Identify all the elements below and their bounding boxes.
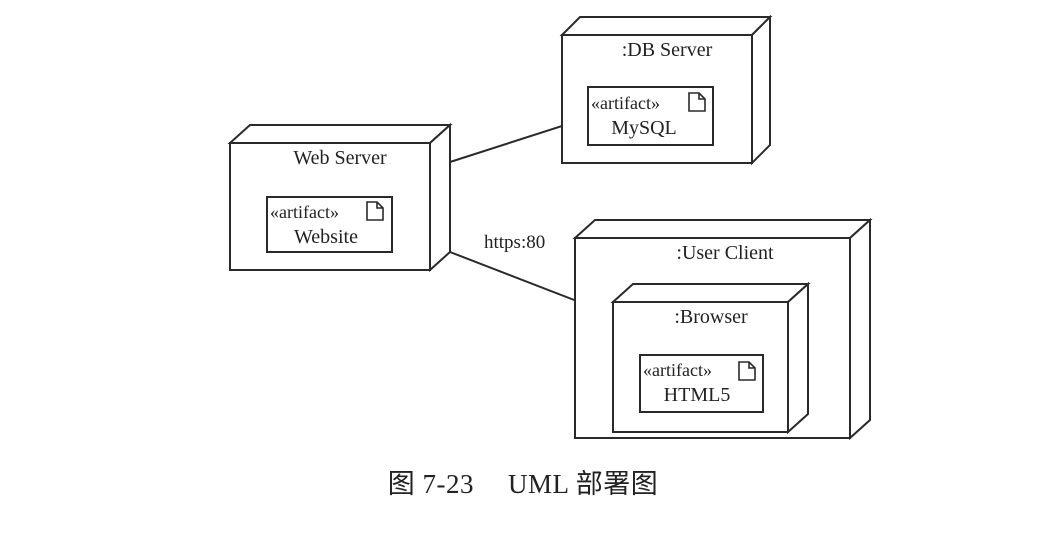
figure-caption: 图 7-23 UML 部署图 [0, 462, 1046, 501]
artifact-stereotype: «artifact» [270, 202, 339, 222]
figure-number: 图 7-23 [387, 469, 474, 499]
artifact-name: HTML5 [664, 384, 731, 406]
node-browser[interactable]: :Browser «artifact» HTML5 [610, 281, 811, 435]
document-icon [688, 92, 706, 112]
figure-title: UML 部署图 [508, 469, 659, 499]
connection-web-db [449, 125, 563, 163]
artifact-html5[interactable]: «artifact» HTML5 [639, 354, 764, 413]
node-title: Web Server [293, 147, 387, 169]
artifact-mysql[interactable]: «artifact» MySQL [587, 86, 714, 146]
node-title: :User Client [676, 242, 774, 264]
artifact-name: Website [294, 226, 358, 248]
node-title: :DB Server [622, 39, 713, 61]
artifact-stereotype: «artifact» [643, 360, 712, 380]
artifact-website[interactable]: «artifact» Website [266, 196, 393, 253]
node-web-server[interactable]: Web Server «artifact» Website [227, 122, 453, 273]
artifact-name: MySQL [611, 117, 677, 139]
document-icon [738, 361, 756, 381]
node-title: :Browser [674, 306, 748, 328]
node-user-client[interactable]: :User Client :Browser «artifact» HTML5 [572, 217, 873, 441]
connection-label: https:80 [484, 232, 545, 253]
node-db-server[interactable]: :DB Server «artifact» MySQL [559, 14, 773, 166]
document-icon [366, 201, 384, 221]
artifact-stereotype: «artifact» [591, 93, 660, 113]
